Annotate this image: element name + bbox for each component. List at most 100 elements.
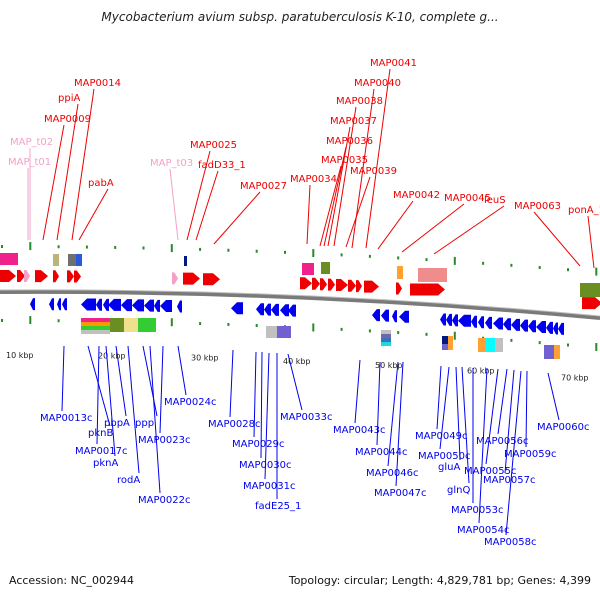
forward-gene-label[interactable]: MAP0063 [514, 201, 561, 212]
forward-gene-label[interactable]: fadD33_1 [198, 160, 246, 171]
reverse-gene[interactable] [381, 309, 389, 322]
reverse-gene[interactable] [103, 298, 109, 311]
reverse-gene-label[interactable]: fadE25_1 [255, 501, 301, 512]
reverse-gene-label[interactable]: gluA [438, 462, 460, 473]
forward-gene[interactable] [336, 279, 348, 292]
reverse-gene[interactable] [154, 299, 160, 312]
reverse-gene-label[interactable]: MAP0059c [504, 449, 556, 460]
reverse-gene[interactable] [108, 298, 121, 311]
forward-gene[interactable] [17, 270, 25, 283]
forward-gene-label[interactable]: leuS [484, 195, 506, 206]
reverse-gene[interactable] [558, 322, 564, 335]
reverse-gene-label[interactable]: MAP0060c [537, 422, 589, 433]
forward-gene[interactable] [35, 270, 48, 283]
reverse-gene-label[interactable]: MAP0028c [208, 419, 260, 430]
forward-gene[interactable] [364, 280, 379, 293]
forward-gene[interactable] [203, 273, 220, 286]
reverse-gene[interactable] [440, 313, 446, 326]
reverse-gene-label[interactable]: MAP0056c [476, 436, 528, 447]
reverse-gene-label[interactable]: MAP0024c [164, 397, 216, 408]
reverse-gene[interactable] [392, 310, 397, 323]
reverse-gene[interactable] [121, 299, 132, 312]
reverse-gene[interactable] [399, 310, 409, 323]
forward-gene-label[interactable]: MAP0014 [74, 78, 121, 89]
reverse-gene-label[interactable]: MAP0055c [464, 466, 516, 477]
reverse-gene[interactable] [96, 298, 102, 311]
reverse-gene[interactable] [478, 316, 484, 329]
forward-gene-label[interactable]: MAP_t02 [10, 137, 53, 148]
reverse-gene[interactable] [231, 302, 243, 315]
forward-gene-label[interactable]: MAP0027 [240, 181, 287, 192]
forward-gene[interactable] [348, 279, 356, 292]
reverse-gene[interactable] [493, 317, 503, 330]
reverse-gene-label[interactable]: glnQ [447, 485, 470, 496]
reverse-gene-label[interactable]: MAP0044c [355, 447, 407, 458]
reverse-gene-label[interactable]: MAP0047c [374, 488, 426, 499]
forward-gene[interactable] [183, 272, 200, 285]
reverse-gene-label[interactable]: MAP0058c [484, 537, 536, 548]
forward-gene[interactable] [328, 278, 335, 291]
reverse-gene[interactable] [81, 298, 96, 311]
reverse-gene[interactable] [144, 299, 154, 312]
reverse-gene[interactable] [280, 304, 289, 317]
forward-gene[interactable] [582, 297, 600, 310]
reverse-gene[interactable] [49, 298, 54, 311]
forward-gene[interactable] [0, 270, 16, 282]
forward-gene[interactable] [410, 283, 445, 296]
forward-gene[interactable] [312, 277, 320, 290]
forward-gene[interactable] [300, 277, 312, 290]
reverse-gene[interactable] [520, 319, 528, 332]
reverse-gene[interactable] [503, 318, 511, 331]
forward-gene-label[interactable]: MAP0039 [350, 166, 397, 177]
reverse-gene[interactable] [536, 320, 546, 333]
reverse-gene[interactable] [288, 304, 296, 317]
forward-gene-label[interactable]: MAP0035 [321, 155, 368, 166]
forward-gene-label[interactable]: MAP0042 [393, 190, 440, 201]
forward-gene-label[interactable]: ponA_1 [568, 205, 600, 216]
reverse-gene[interactable] [264, 303, 271, 316]
reverse-gene[interactable] [177, 300, 182, 313]
reverse-gene[interactable] [30, 298, 35, 311]
forward-gene-label[interactable]: MAP0025 [190, 140, 237, 151]
forward-gene[interactable] [74, 270, 81, 283]
forward-gene-label[interactable]: MAP_t03 [150, 158, 193, 169]
reverse-gene-label[interactable]: rodA [117, 475, 140, 486]
forward-gene[interactable] [67, 270, 74, 283]
forward-gene-label[interactable]: MAP0041 [370, 58, 417, 69]
forward-rna[interactable] [172, 272, 178, 285]
reverse-gene[interactable] [471, 315, 477, 328]
reverse-gene-label[interactable]: pknA [93, 458, 118, 469]
reverse-gene-label[interactable]: MAP0043c [333, 425, 385, 436]
reverse-gene-label[interactable]: MAP0054c [457, 525, 509, 536]
forward-rna[interactable] [24, 270, 30, 283]
reverse-gene[interactable] [57, 298, 61, 311]
reverse-gene[interactable] [511, 318, 520, 331]
reverse-gene-label[interactable]: MAP0031c [243, 481, 295, 492]
reverse-gene-label[interactable]: MAP0033c [280, 412, 332, 423]
forward-gene-label[interactable]: MAP_t01 [8, 157, 51, 168]
reverse-gene[interactable] [485, 316, 492, 329]
forward-gene-label[interactable]: MAP0040 [354, 78, 401, 89]
forward-gene[interactable] [320, 278, 327, 291]
reverse-gene-label[interactable]: MAP0013c [40, 413, 92, 424]
forward-gene-label[interactable]: MAP0045 [444, 193, 491, 204]
reverse-gene-label[interactable]: MAP0053c [451, 505, 503, 516]
reverse-gene[interactable] [528, 320, 536, 333]
reverse-gene[interactable] [160, 300, 172, 313]
reverse-gene[interactable] [446, 313, 452, 326]
reverse-gene-label[interactable]: MAP0057c [483, 475, 535, 486]
reverse-gene[interactable] [256, 303, 264, 316]
reverse-gene-label[interactable]: MAP0017c [75, 446, 127, 457]
reverse-gene-label[interactable]: MAP0050c [418, 451, 470, 462]
reverse-gene[interactable] [132, 299, 144, 312]
reverse-gene-label[interactable]: pbpA [104, 418, 130, 429]
forward-gene-label[interactable]: MAP0036 [326, 136, 373, 147]
forward-gene-label[interactable]: pabA [88, 178, 114, 189]
reverse-gene[interactable] [546, 321, 553, 334]
reverse-gene[interactable] [271, 303, 279, 316]
reverse-gene[interactable] [452, 314, 458, 327]
reverse-gene-label[interactable]: MAP0022c [138, 495, 190, 506]
reverse-gene-label[interactable]: ppp [135, 418, 154, 429]
forward-gene[interactable] [396, 282, 402, 295]
reverse-gene[interactable] [458, 314, 471, 327]
